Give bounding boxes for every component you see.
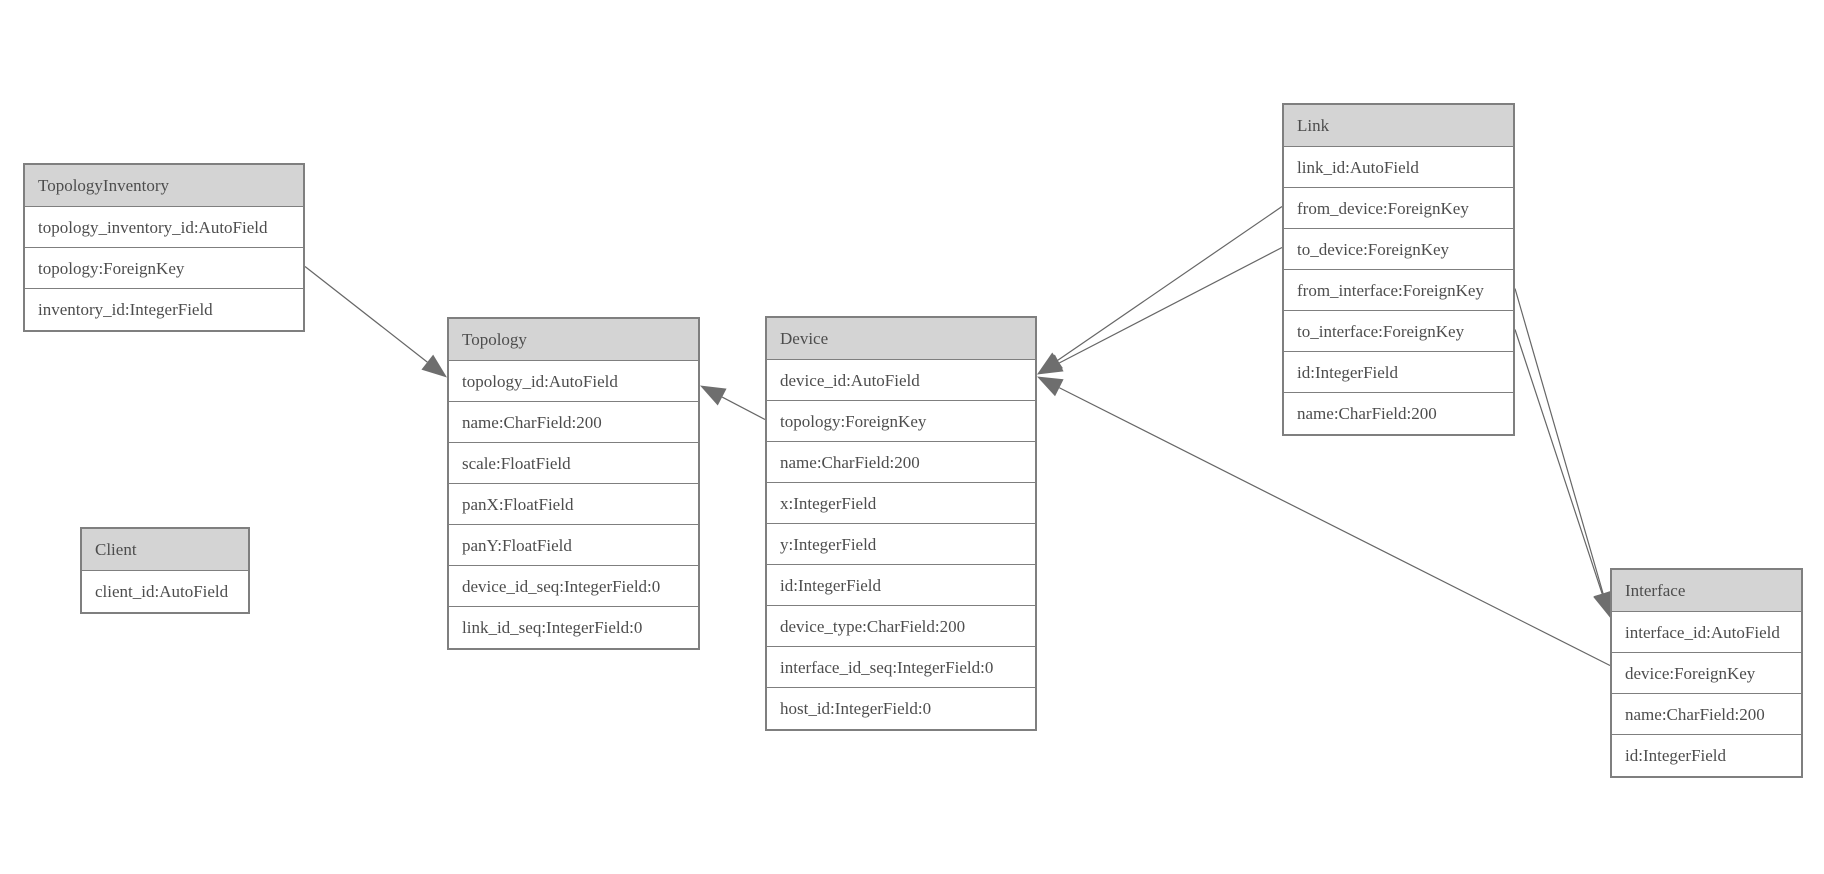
relation-arrowhead-interface-interface_id bbox=[1593, 590, 1612, 618]
relation-line-link-from_device bbox=[1057, 206, 1283, 361]
entity-field-device_type: device_type:CharField:200 bbox=[767, 606, 1035, 647]
relation-line-topologyinventory-topology bbox=[304, 266, 428, 363]
entity-title-link: Link bbox=[1284, 105, 1513, 147]
relation-arrowhead-device-device_id bbox=[1037, 376, 1064, 397]
entity-field-name: name:CharField:200 bbox=[1612, 694, 1801, 735]
entity-field-inventory_id: inventory_id:IntegerField bbox=[25, 289, 303, 330]
relation-line-link-from_interface bbox=[1514, 288, 1604, 594]
entity-title-client: Client bbox=[82, 529, 248, 571]
entity-field-device_id: device_id:AutoField bbox=[767, 360, 1035, 401]
entity-field-to_device: to_device:ForeignKey bbox=[1284, 229, 1513, 270]
entity-title-topologyinventory: TopologyInventory bbox=[25, 165, 303, 207]
relation-line-device-topology bbox=[721, 396, 766, 421]
entity-field-panY: panY:FloatField bbox=[449, 525, 698, 566]
relation-arrowhead-device-device_id bbox=[1037, 354, 1064, 375]
entity-field-id: id:IntegerField bbox=[767, 565, 1035, 606]
entity-field-y: y:IntegerField bbox=[767, 524, 1035, 565]
entity-field-device_id_seq: device_id_seq:IntegerField:0 bbox=[449, 566, 698, 607]
entity-field-client_id: client_id:AutoField bbox=[82, 571, 248, 612]
entity-field-from_device: from_device:ForeignKey bbox=[1284, 188, 1513, 229]
entity-field-scale: scale:FloatField bbox=[449, 443, 698, 484]
entity-field-to_interface: to_interface:ForeignKey bbox=[1284, 311, 1513, 352]
entity-title-device: Device bbox=[767, 318, 1035, 360]
relation-line-link-to_device bbox=[1058, 246, 1283, 364]
entity-field-topology: topology:ForeignKey bbox=[767, 401, 1035, 442]
relation-line-link-to_interface bbox=[1514, 329, 1603, 594]
entity-field-interface_id: interface_id:AutoField bbox=[1612, 612, 1801, 653]
entity-field-id: id:IntegerField bbox=[1612, 735, 1801, 776]
entity-field-name: name:CharField:200 bbox=[767, 442, 1035, 483]
entity-field-from_interface: from_interface:ForeignKey bbox=[1284, 270, 1513, 311]
relation-arrowhead-device-device_id bbox=[1037, 352, 1063, 375]
entity-field-id: id:IntegerField bbox=[1284, 352, 1513, 393]
entity-field-interface_id_seq: interface_id_seq:IntegerField:0 bbox=[767, 647, 1035, 688]
relation-arrowhead-topology-topology_id bbox=[421, 354, 447, 378]
entity-field-name: name:CharField:200 bbox=[449, 402, 698, 443]
entity-field-topology: topology:ForeignKey bbox=[25, 248, 303, 289]
entity-field-topology_id: topology_id:AutoField bbox=[449, 361, 698, 402]
entity-field-link_id: link_id:AutoField bbox=[1284, 147, 1513, 188]
entity-field-panX: panX:FloatField bbox=[449, 484, 698, 525]
entity-field-name: name:CharField:200 bbox=[1284, 393, 1513, 434]
entity-field-topology_inventory_id: topology_inventory_id:AutoField bbox=[25, 207, 303, 248]
entity-field-device: device:ForeignKey bbox=[1612, 653, 1801, 694]
relation-arrowhead-topology-topology_id bbox=[700, 385, 727, 406]
entity-title-interface: Interface bbox=[1612, 570, 1801, 612]
entity-title-topology: Topology bbox=[449, 319, 698, 361]
entity-field-host_id: host_id:IntegerField:0 bbox=[767, 688, 1035, 729]
entity-field-link_id_seq: link_id_seq:IntegerField:0 bbox=[449, 607, 698, 648]
entity-field-x: x:IntegerField bbox=[767, 483, 1035, 524]
